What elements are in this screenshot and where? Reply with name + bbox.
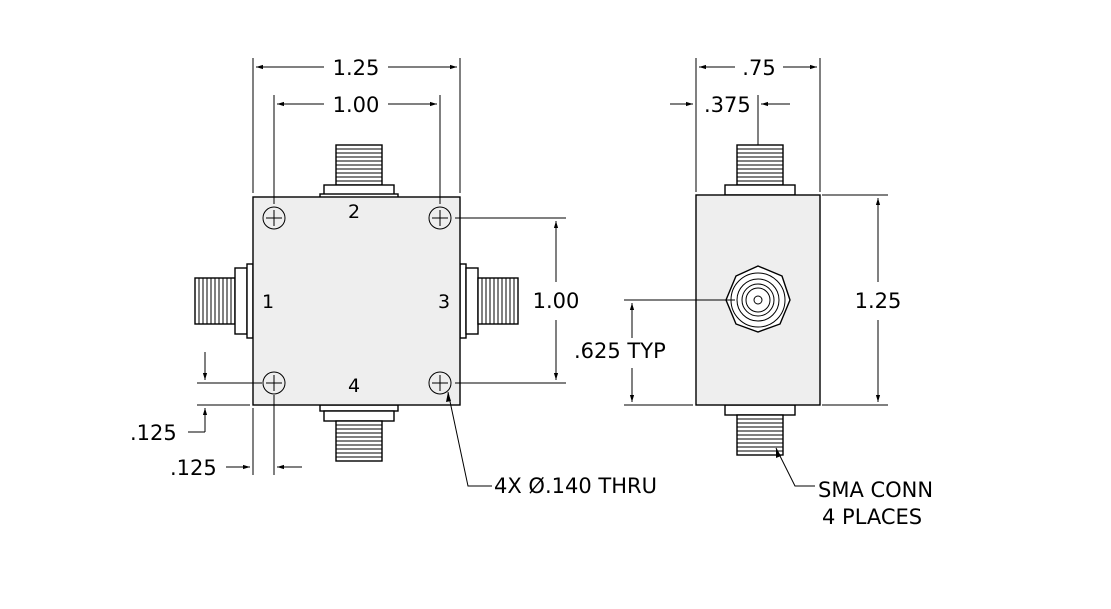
dim-front-hole-vertical: 1.00 xyxy=(455,217,580,384)
svg-text:.375: .375 xyxy=(704,93,751,117)
mounting-hole-icon xyxy=(428,371,452,395)
svg-text:1.25: 1.25 xyxy=(333,56,380,80)
connector-top-side xyxy=(724,144,796,196)
svg-text:4X Ø.140 THRU: 4X Ø.140 THRU xyxy=(494,474,657,498)
connector-callout: SMA CONN 4 PLACES xyxy=(775,447,933,529)
svg-text:.625 TYP: .625 TYP xyxy=(574,339,666,363)
connector-face-icon xyxy=(725,265,791,333)
port-label-4: 4 xyxy=(348,375,360,397)
front-body xyxy=(252,196,461,406)
dim-front-edge-horizontal: .125 xyxy=(170,395,302,480)
connector-bottom-front xyxy=(319,404,399,462)
dim-side-center: .375 xyxy=(670,93,790,145)
dim-front-edge-vertical: .125 xyxy=(130,352,262,445)
svg-text:.75: .75 xyxy=(742,56,775,80)
svg-text:.125: .125 xyxy=(170,456,217,480)
port-label-3: 3 xyxy=(438,291,450,313)
dim-front-width: 1.25 xyxy=(252,56,461,193)
connector-top-front xyxy=(319,144,399,201)
connector-left-front xyxy=(194,263,254,339)
connector-bottom-side xyxy=(724,404,796,456)
connector-right-front xyxy=(459,263,519,339)
mounting-hole-icon xyxy=(262,206,286,230)
svg-text:SMA CONN: SMA CONN xyxy=(818,478,933,502)
dim-front-hole-spacing: 1.00 xyxy=(273,93,441,204)
svg-text:1.25: 1.25 xyxy=(855,289,902,313)
port-label-2: 2 xyxy=(348,201,360,223)
dim-side-connector-height: .625 TYP xyxy=(574,299,735,406)
mounting-hole-icon xyxy=(262,371,286,395)
svg-text:4 PLACES: 4 PLACES xyxy=(822,505,922,529)
dim-side-height: 1.25 xyxy=(822,194,902,406)
hole-callout: 4X Ø.140 THRU xyxy=(446,391,657,498)
svg-text:1.00: 1.00 xyxy=(533,289,580,313)
front-view: 1 2 3 4 1.25 1.00 1.00 xyxy=(130,56,657,498)
side-view: .75 .375 1.25 .625 TYP xyxy=(574,56,933,529)
svg-text:1.00: 1.00 xyxy=(333,93,380,117)
mounting-hole-icon xyxy=(428,206,452,230)
svg-text:.125: .125 xyxy=(130,421,177,445)
port-label-1: 1 xyxy=(262,291,274,313)
dim-side-width: .75 xyxy=(695,56,821,192)
